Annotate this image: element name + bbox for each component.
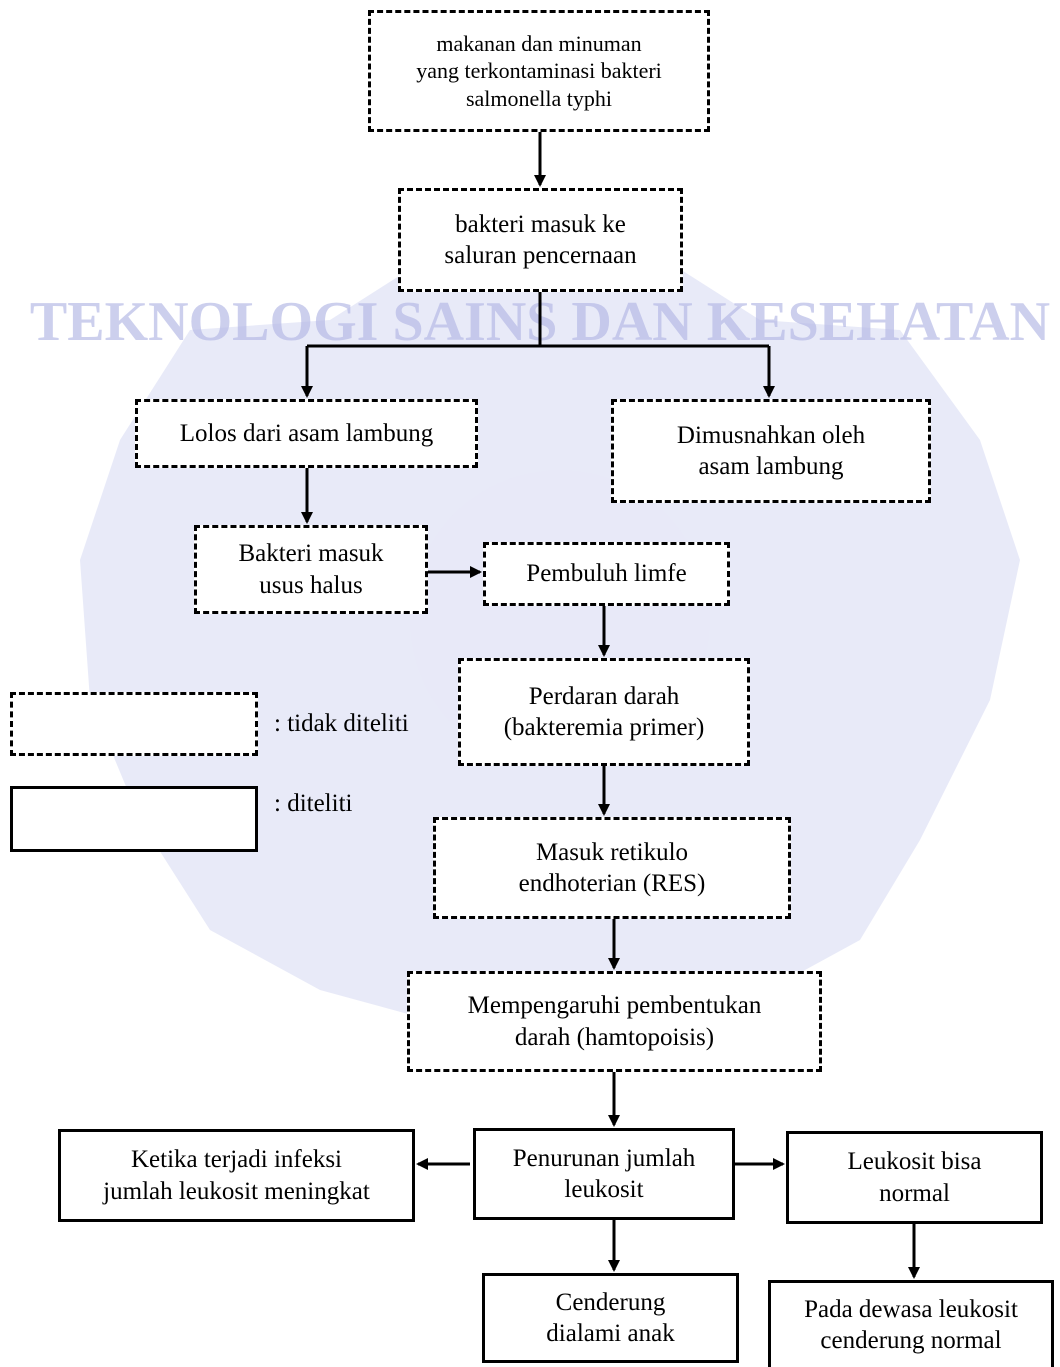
- node-leukocyte-normal: Leukosit bisa normal: [786, 1131, 1043, 1224]
- node-destroyed-by-stomach-acid: Dimusnahkan oleh asam lambung: [611, 399, 931, 503]
- node-blood-circulation: Perdaran darah (bakteremia primer): [458, 658, 750, 766]
- node-enter-small-intestine: Bakteri masuk usus halus: [194, 525, 428, 614]
- node-reticuloendothelial: Masuk retikulo endhoterian (RES): [433, 817, 791, 919]
- node-affect-hematopoiesis: Mempengaruhi pembentukan darah (hamtopoi…: [407, 971, 822, 1072]
- node-tends-in-children: Cenderung dialami anak: [482, 1273, 739, 1363]
- node-lymph-vessel: Pembuluh limfe: [483, 542, 730, 606]
- legend-dashed-box: [10, 692, 258, 756]
- node-leukocyte-decrease: Penurunan jumlah leukosit: [473, 1128, 735, 1220]
- node-enter-digestive-tract: bakteri masuk ke saluran pencernaan: [398, 188, 683, 292]
- node-escape-stomach-acid: Lolos dari asam lambung: [135, 399, 478, 468]
- node-infection-leukocyte-increase: Ketika terjadi infeksi jumlah leukosit m…: [58, 1129, 415, 1222]
- node-contaminated-food: makanan dan minuman yang terkontaminasi …: [368, 10, 710, 132]
- legend-not-studied-label: : tidak diteliti: [274, 710, 409, 737]
- legend-studied-label: : diteliti: [274, 790, 353, 817]
- legend-solid-box: [10, 786, 258, 852]
- node-adult-leukocyte-normal: Pada dewasa leukosit cenderung normal: [768, 1280, 1054, 1367]
